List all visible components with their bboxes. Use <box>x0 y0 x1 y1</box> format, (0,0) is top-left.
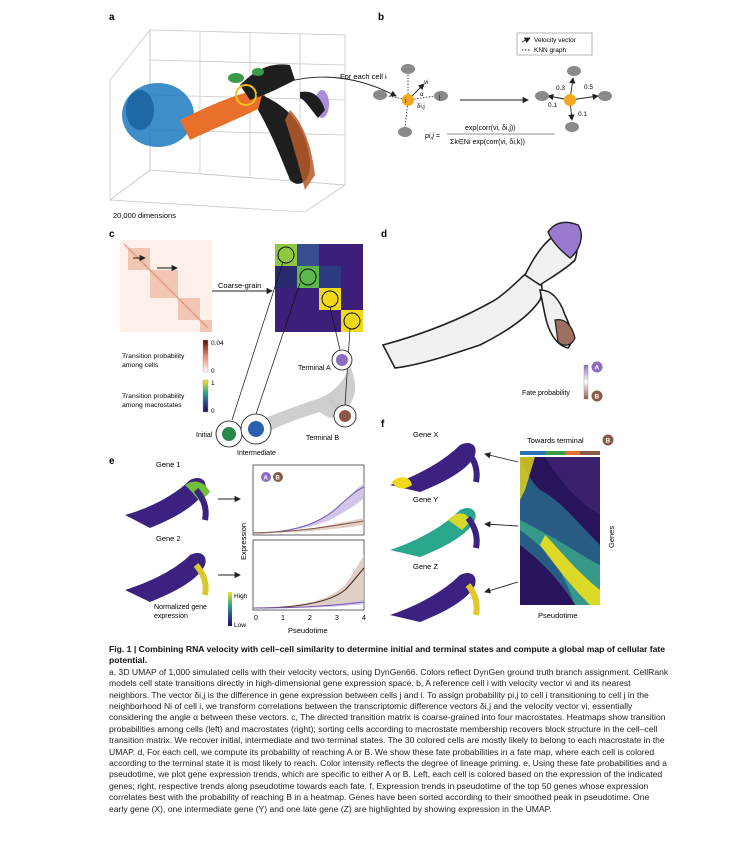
gene2-label: Gene 2 <box>156 534 181 543</box>
macrostate-matrix <box>275 244 363 332</box>
panel-letter-a: a <box>109 12 115 23</box>
formula-numerator: exp(corr(vi, δi,j)) <box>465 125 516 132</box>
panel-c: c Coarse-grain Transition proba <box>109 229 363 457</box>
svg-text:1: 1 <box>281 615 285 622</box>
legend-velocity: Velocity vector <box>534 37 577 44</box>
gene-x-umap <box>390 443 476 492</box>
figure-panels: a 20,000 dimensions b Fo <box>108 12 616 635</box>
fate-colorbar <box>583 364 589 400</box>
figure-caption: Fig. 1 | Combining RNA velocity with cel… <box>109 644 669 815</box>
legend-knn: KNN graph <box>534 47 567 54</box>
panel-letter-b: b <box>378 12 384 23</box>
panel-letter-d: d <box>381 229 387 240</box>
panel-f: f Gene X Gene Y Gene Z Towards terminal … <box>381 419 616 622</box>
initial-label: Initial <box>196 432 213 439</box>
gene-z-umap <box>390 573 476 622</box>
towards-terminal-label: Towards terminal <box>527 436 584 445</box>
node-j: j <box>438 94 441 101</box>
caption-body: a, 3D UMAP of 1,000 simulated cells with… <box>109 666 669 814</box>
cbar1-max: 0.04 <box>211 340 224 347</box>
prob-left: 0.1 <box>548 102 557 109</box>
terminal-b-label: Terminal B <box>306 435 339 442</box>
fate-prob-label: Fate probability <box>522 390 570 397</box>
panel-a: a 20,000 dimensions <box>108 12 347 220</box>
cbar1 <box>202 339 209 373</box>
cbar2-max: 1 <box>211 380 215 387</box>
x-label: Pseudotime <box>288 626 328 635</box>
svg-text:B: B <box>606 438 611 445</box>
y-label: Expression <box>239 523 248 560</box>
dims-label: 20,000 dimensions <box>113 211 176 220</box>
panel-letter-f: f <box>381 419 385 430</box>
panel-b: b For each cell i Velocity vector KNN gr… <box>255 12 612 146</box>
gene-x-label: Gene X <box>413 430 438 439</box>
gene-y-label: Gene Y <box>413 495 438 504</box>
trend-plot-gene1 <box>252 464 365 536</box>
pseudotime-label: Pseudotime <box>538 611 578 620</box>
gene1-label: Gene 1 <box>156 460 181 469</box>
caption-title: Fig. 1 | Combining RNA velocity with cel… <box>109 644 666 666</box>
node-i: i <box>405 98 407 105</box>
prob-up: 0.3 <box>556 85 565 92</box>
cell-i <box>402 94 414 106</box>
cbar2 <box>202 379 209 413</box>
alpha-label: α <box>420 92 424 98</box>
prob-right: 0.5 <box>584 84 593 91</box>
delta-label: δi,j <box>417 104 425 110</box>
svg-text:0: 0 <box>254 615 258 622</box>
prob-down: 0.1 <box>578 111 587 118</box>
svg-text:A: A <box>595 365 600 372</box>
high-label: High <box>234 593 248 600</box>
svg-text:4: 4 <box>362 615 366 622</box>
fate-map-umap <box>381 221 582 369</box>
umap-3d-cells <box>122 64 329 190</box>
badge-b-f <box>602 434 614 446</box>
svg-text:A: A <box>264 476 269 482</box>
cbar1-min: 0 <box>211 368 215 375</box>
formula-lhs: pi,j = <box>424 133 440 140</box>
svg-text:3: 3 <box>335 615 339 622</box>
gene1-umap <box>125 478 206 528</box>
panel-letter-c: c <box>109 229 115 240</box>
cbar2-min: 0 <box>211 408 215 415</box>
genes-label: Genes <box>607 526 616 548</box>
badge-a <box>591 361 603 373</box>
coarse-grain-label: Coarse-grain <box>218 281 261 290</box>
velocity-label: vi <box>424 80 428 86</box>
gene-z-label: Gene Z <box>413 562 438 571</box>
for-each-cell-label: For each cell i <box>340 72 387 81</box>
badge-a-e <box>261 472 271 482</box>
intermediate-label: Intermediate <box>237 450 276 457</box>
formula-denominator: Σk∈Ni exp(corr(vi, δi,k)) <box>450 139 525 146</box>
expression-heatmap <box>520 451 600 605</box>
panel-d: d A B Fate probability <box>381 221 603 402</box>
panel-letter-e: e <box>109 456 115 467</box>
gene2-umap <box>125 553 206 602</box>
badge-b <box>591 390 603 402</box>
svg-text:B: B <box>595 394 600 401</box>
x-ticks: 0 1 2 3 4 <box>254 615 366 622</box>
badge-b-e <box>273 472 283 482</box>
terminal-a-label: Terminal A <box>298 365 331 372</box>
svg-text:B: B <box>276 476 281 482</box>
legend-box <box>516 32 593 56</box>
expr-colorbar <box>228 592 232 626</box>
svg-text:2: 2 <box>308 615 312 622</box>
low-label: Low <box>234 622 246 629</box>
